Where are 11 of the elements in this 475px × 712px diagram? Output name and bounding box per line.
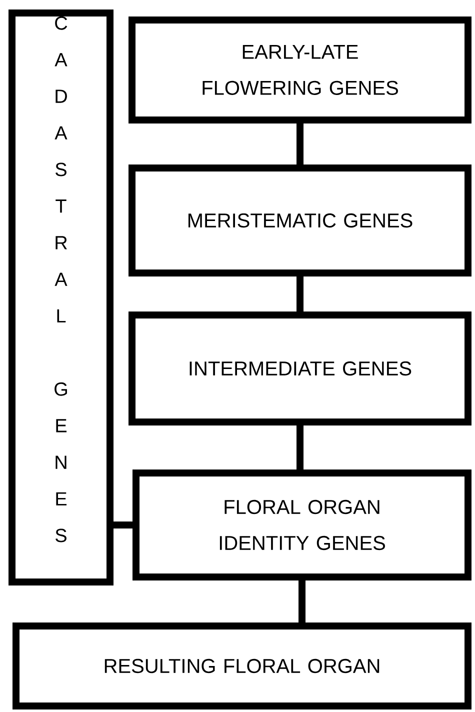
process-box: INTERMEDIATE GENES [128, 312, 472, 426]
connector-line [296, 124, 304, 164]
connector-line [298, 580, 306, 622]
vertical-label-box: CADASTRAL GENES [8, 10, 114, 586]
process-box: EARLY-LATE FLOWERING GENES [128, 16, 472, 124]
connector-line [296, 426, 304, 470]
process-box: FLORAL ORGAN IDENTITY GENES [132, 470, 472, 580]
process-box: MERISTEMATIC GENES [128, 164, 472, 276]
connector-line [114, 522, 132, 528]
connector-line [296, 276, 304, 312]
process-box: RESULTING FLORAL ORGAN [12, 622, 472, 710]
